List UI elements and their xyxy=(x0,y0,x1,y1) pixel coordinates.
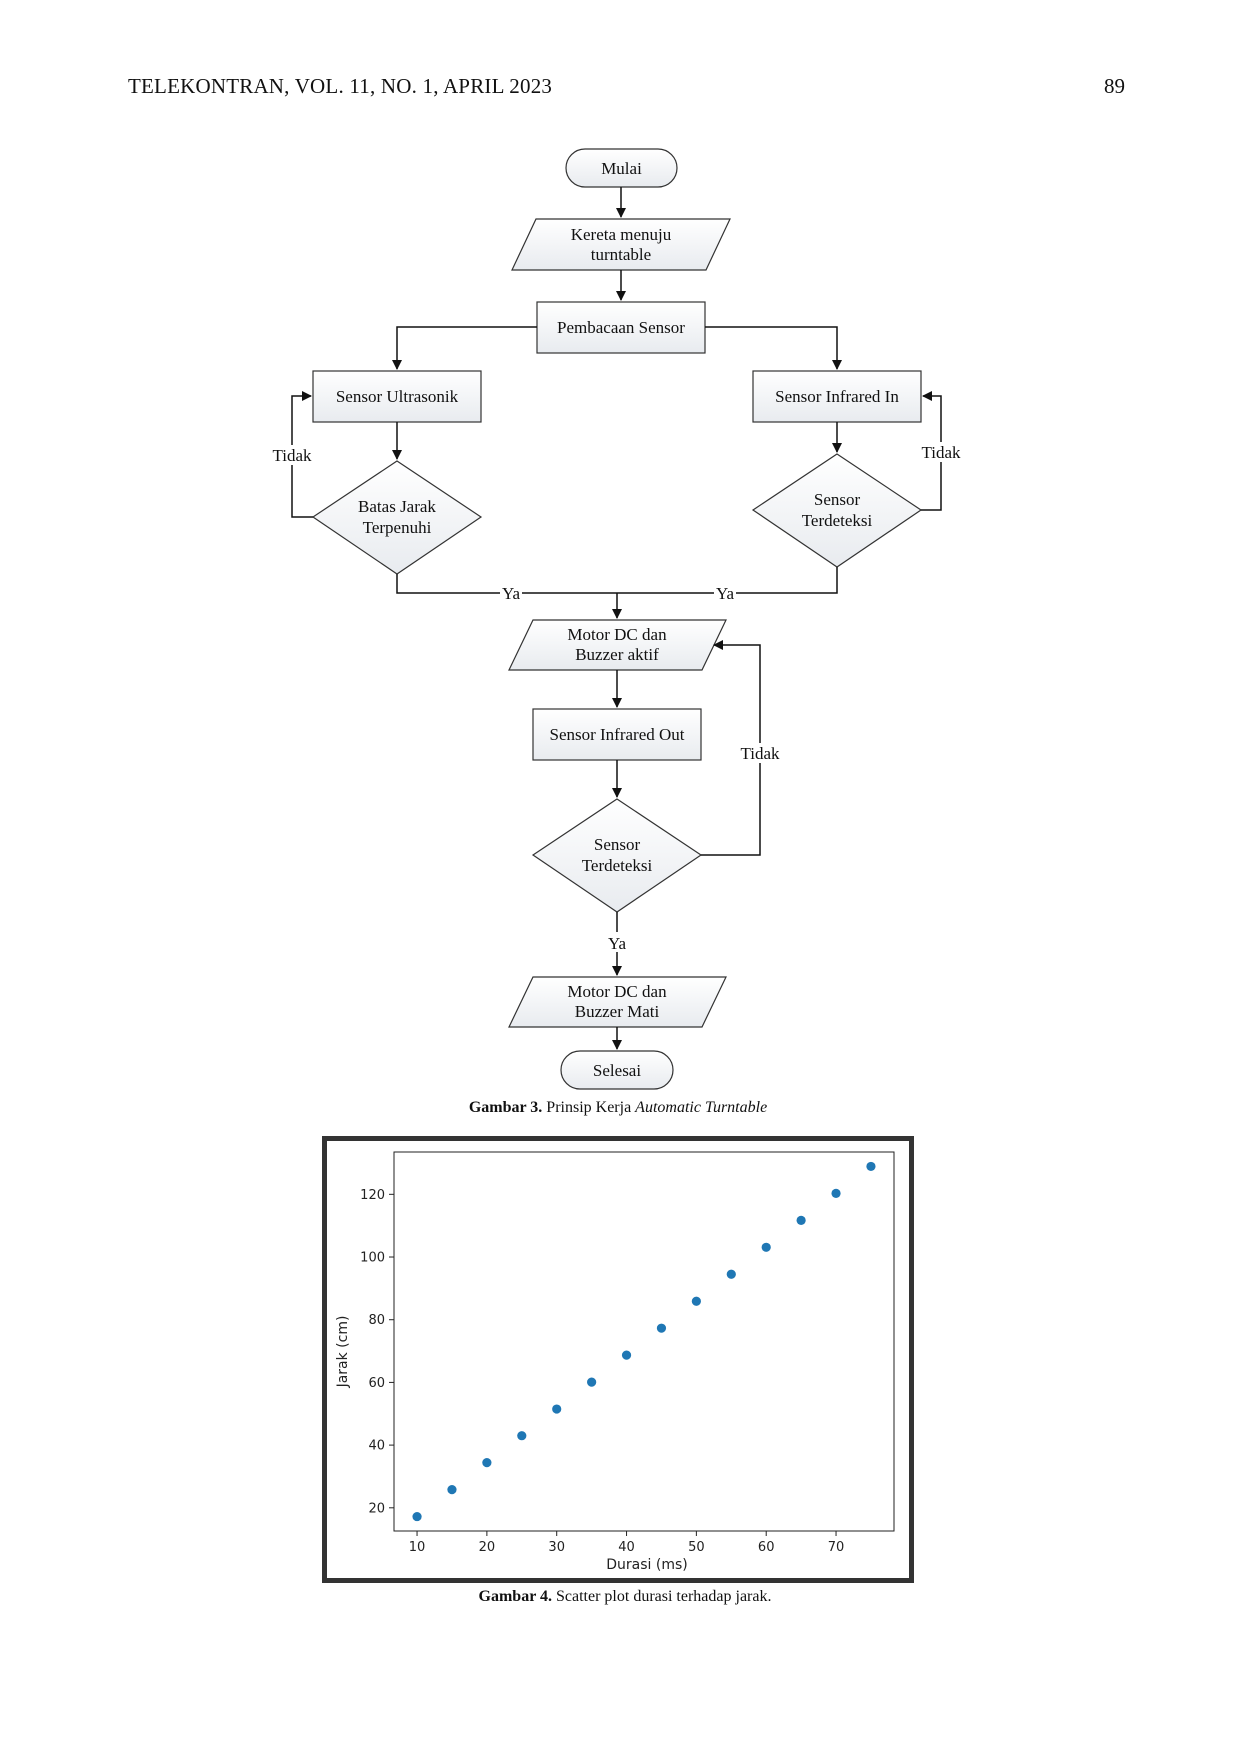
scatter-point xyxy=(761,1242,771,1252)
scatter-point xyxy=(587,1377,597,1387)
scatter-point xyxy=(552,1404,562,1414)
y-tick-label: 20 xyxy=(368,1501,385,1516)
scatter-point xyxy=(726,1269,736,1279)
scatter-point xyxy=(447,1485,457,1495)
line-batas-yes xyxy=(396,574,617,594)
scatter-point xyxy=(831,1188,841,1198)
figure-4-text: Scatter plot durasi terhadap jarak. xyxy=(556,1588,772,1605)
end-terminator: Selesai xyxy=(560,1050,674,1090)
terdeteksi-2-line-1: Sensor xyxy=(594,835,641,854)
scatter-point xyxy=(482,1458,492,1468)
x-tick-label: 10 xyxy=(409,1540,426,1555)
scatter-point xyxy=(656,1323,667,1333)
y-tick-label: 120 xyxy=(360,1188,385,1203)
motor-mati-output: Motor DC dan Buzzer Mati xyxy=(508,976,727,1028)
kereta-line-2: turntable xyxy=(591,245,651,264)
terdeteksi-1-line-1: Sensor xyxy=(814,490,861,509)
terdeteksi-diamond-1: Sensor Terdeteksi xyxy=(751,453,923,568)
scatter-point xyxy=(621,1350,632,1360)
figure-3-italic: Automatic Turntable xyxy=(635,1099,768,1116)
no-label-left: Tidak xyxy=(272,446,312,465)
arrow-pembacaan-to-ultrasonik xyxy=(392,326,537,370)
figure-3-label: Gambar 3. xyxy=(468,1099,543,1116)
arrow-pembacaan-to-infrared-in xyxy=(705,326,842,370)
motor-mati-line-2: Buzzer Mati xyxy=(575,1002,660,1021)
infrared-in-label: Sensor Infrared In xyxy=(775,387,899,406)
terdeteksi-diamond-2: Sensor Terdeteksi xyxy=(531,798,703,913)
y-tick-label: 100 xyxy=(360,1251,385,1266)
flowchart: Mulai Kereta menuju turntable Pembacaan … xyxy=(272,148,962,1090)
yes-label-right: Ya xyxy=(716,584,735,603)
motor-aktif-output: Motor DC dan Buzzer aktif xyxy=(508,619,727,671)
scatter-point xyxy=(412,1511,422,1522)
scatter-point xyxy=(517,1431,527,1441)
x-tick-label: 20 xyxy=(479,1540,496,1555)
line-terdeteksi-1-yes xyxy=(617,567,838,594)
infrared-out-label: Sensor Infrared Out xyxy=(549,725,684,744)
infrared-in-box: Sensor Infrared In xyxy=(752,370,922,423)
x-tick-label: 60 xyxy=(758,1540,775,1555)
ultrasonik-label: Sensor Ultrasonik xyxy=(336,387,459,406)
terdeteksi-1-line-2: Terdeteksi xyxy=(802,511,873,530)
batas-line-1: Batas Jarak xyxy=(358,497,436,516)
motor-aktif-line-2: Buzzer aktif xyxy=(575,645,659,664)
x-axis-label: Durasi (ms) xyxy=(606,1557,687,1573)
terdeteksi-2-line-2: Terdeteksi xyxy=(582,856,653,875)
scatter-point xyxy=(691,1296,701,1306)
x-tick-label: 40 xyxy=(618,1540,635,1555)
infrared-out-box: Sensor Infrared Out xyxy=(532,708,702,761)
running-head: TELEKONTRAN, VOL. 11, NO. 1, APRIL 2023 xyxy=(128,74,553,98)
start-label: Mulai xyxy=(601,159,642,178)
plot-area xyxy=(393,1151,895,1532)
start-terminator: Mulai xyxy=(565,148,678,188)
motor-aktif-line-1: Motor DC dan xyxy=(567,625,667,644)
y-tick-label: 60 xyxy=(368,1376,385,1391)
figure-4-label: Gambar 4. xyxy=(478,1588,552,1605)
figure-4-caption: Gambar 4. Scatter plot durasi terhadap j… xyxy=(5,1588,1240,1606)
pembacaan-sensor-box: Pembacaan Sensor xyxy=(536,301,706,354)
no-label-right: Tidak xyxy=(921,443,961,462)
scatter-point xyxy=(866,1161,876,1172)
page-number: 89 xyxy=(1104,74,1125,98)
scatter-point xyxy=(796,1215,806,1225)
motor-mati-line-1: Motor DC dan xyxy=(567,982,667,1001)
x-tick-label: 30 xyxy=(548,1540,565,1555)
x-tick-label: 50 xyxy=(688,1540,705,1555)
yes-label-left: Ya xyxy=(502,584,521,603)
y-tick-label: 80 xyxy=(368,1313,385,1328)
pembacaan-label: Pembacaan Sensor xyxy=(557,318,685,337)
figure-3-text: Prinsip Kerja xyxy=(546,1099,632,1116)
figure-3-caption: Gambar 3. Prinsip Kerja Automatic Turnta… xyxy=(0,1099,1238,1117)
no-label-loop: Tidak xyxy=(740,744,780,763)
x-tick-label: 70 xyxy=(828,1540,845,1555)
y-tick-label: 40 xyxy=(368,1439,385,1454)
kereta-line-1: Kereta menuju xyxy=(571,225,672,244)
y-axis-label: Jarak (cm) xyxy=(335,1316,351,1389)
end-label: Selesai xyxy=(593,1061,641,1080)
batas-jarak-diamond: Batas Jarak Terpenuhi xyxy=(311,460,483,575)
ultrasonik-box: Sensor Ultrasonik xyxy=(312,370,482,423)
kereta-input: Kereta menuju turntable xyxy=(511,218,731,271)
batas-line-2: Terpenuhi xyxy=(363,518,432,537)
yes-label-bottom: Ya xyxy=(608,934,627,953)
